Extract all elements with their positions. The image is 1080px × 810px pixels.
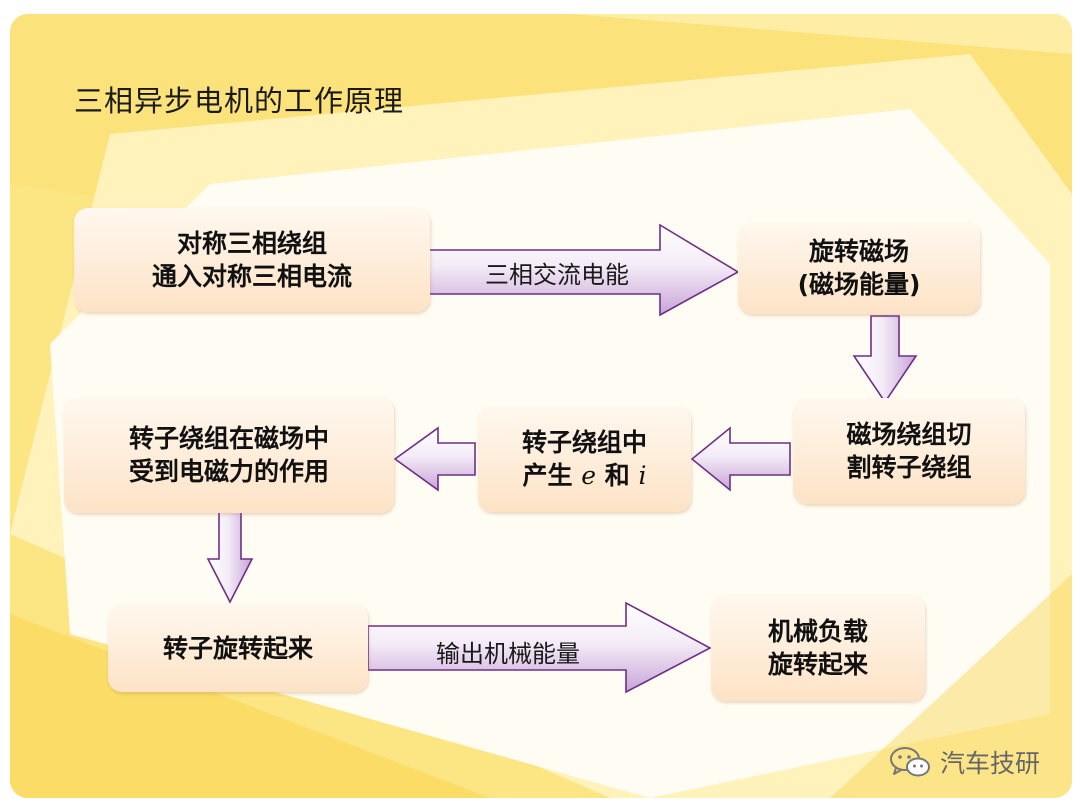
- edge-label-ac-power: 三相交流电能: [485, 261, 629, 289]
- node-field-cuts-rotor: 磁场绕组切 割转子绕组: [793, 398, 1025, 504]
- node-rotor-emf-current: 转子绕组中 产生 e 和 i: [478, 406, 691, 512]
- node-rotor-rotates: 转子旋转起来: [108, 604, 368, 692]
- arrow-field-down: [852, 315, 918, 404]
- watermark: 汽车技研: [888, 744, 1040, 780]
- arrow-mechanical-output: [367, 601, 712, 694]
- node-rotor-force: 转子绕组在磁场中 受到电磁力的作用: [64, 397, 394, 513]
- node-rotating-field: 旋转磁场 (磁场能量): [738, 222, 980, 314]
- arrow-rotor-down: [206, 511, 254, 604]
- flow-arrows: [206, 223, 918, 694]
- node-symmetric-winding: 对称三相绕组 通入对称三相电流: [74, 208, 430, 312]
- slide: 三相异步电机的工作原理 三相交流电能 输出机械能量 对称三相绕组 通入对称三相电…: [10, 14, 1072, 798]
- node-load-rotates: 机械负载 旋转起来: [711, 595, 925, 701]
- wechat-icon: [890, 747, 930, 777]
- arrow-ac-power: [421, 223, 740, 317]
- watermark-text: 汽车技研: [940, 749, 1041, 778]
- var-i: i: [638, 461, 647, 490]
- rotor-emf-line2: 产生 e 和 i: [522, 461, 647, 490]
- var-e: e: [581, 461, 597, 490]
- edge-label-mechanical-output: 输出机械能量: [436, 640, 580, 668]
- arrow-to-rotor-force: [393, 426, 476, 492]
- arrow-to-rotor-emf: [690, 426, 791, 492]
- page-title: 三相异步电机的工作原理: [74, 84, 405, 118]
